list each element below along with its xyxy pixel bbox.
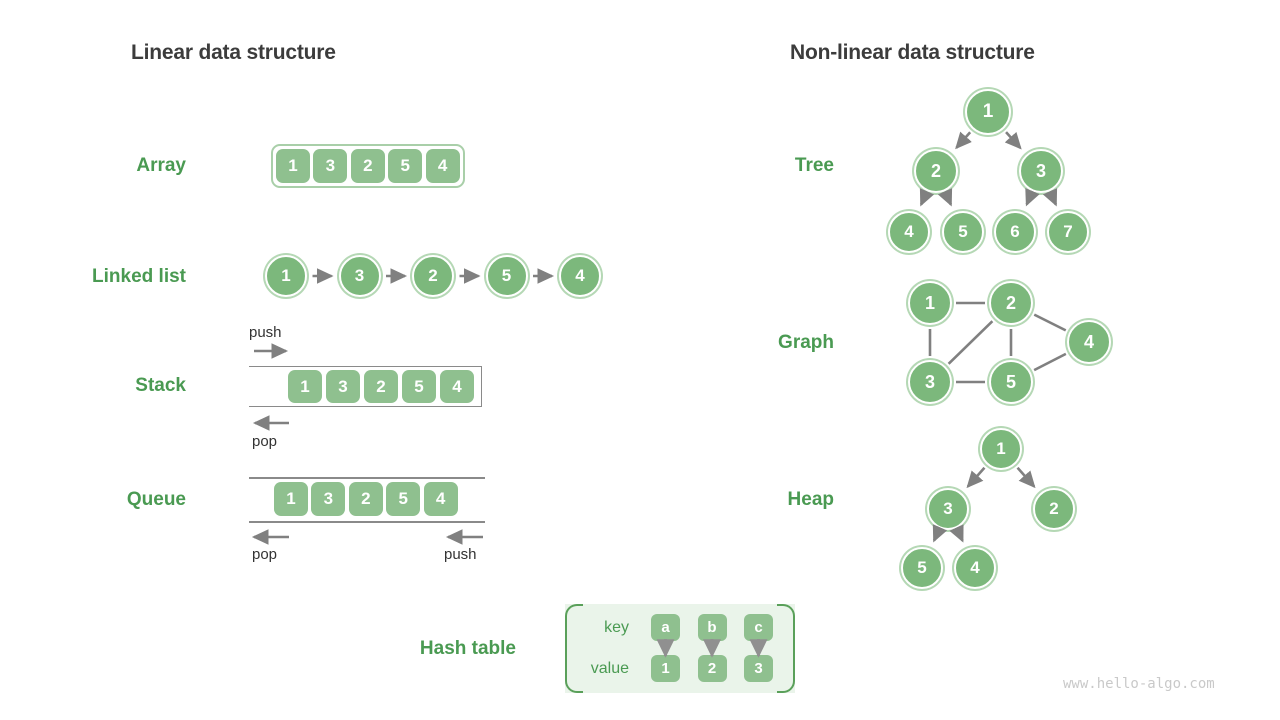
hash-key-cell: c <box>744 614 773 641</box>
linked-list-node: 2 <box>412 255 454 297</box>
queue-cell: 2 <box>348 482 383 516</box>
hash-value-row-label: value <box>590 660 629 677</box>
heap-edge <box>932 524 948 543</box>
hash-table-right-brace <box>777 604 795 693</box>
stack-cell: 3 <box>326 370 360 403</box>
stack-cell: 4 <box>440 370 474 403</box>
watermark: www.hello-algo.com <box>1063 676 1215 692</box>
tree-node: 5 <box>942 211 984 253</box>
heap-node: 1 <box>980 428 1022 470</box>
graph-node: 5 <box>989 360 1033 404</box>
tree-edge <box>1042 188 1058 207</box>
tree-node: 7 <box>1047 211 1089 253</box>
queue-cell: 4 <box>423 482 458 516</box>
array-cell: 4 <box>425 149 460 183</box>
tree-node: 4 <box>888 211 930 253</box>
tree-node: 3 <box>1019 149 1063 193</box>
heap-edge <box>1016 466 1036 489</box>
tree-edge <box>955 131 972 150</box>
linked-list-node: 4 <box>559 255 601 297</box>
hash-value-cell: 3 <box>744 655 773 682</box>
linked-list-label: Linked list <box>92 266 186 287</box>
hash-value-cell: 2 <box>697 655 727 682</box>
heap-node: 3 <box>927 488 969 530</box>
graph-edge <box>1033 352 1067 372</box>
array-label: Array <box>136 155 186 176</box>
graph-edge <box>947 320 994 365</box>
queue-cell: 1 <box>274 482 308 516</box>
stack-frame <box>249 366 482 407</box>
array-frame <box>271 144 465 188</box>
heap-edge <box>966 466 986 489</box>
stack-cell: 2 <box>364 370 398 403</box>
tree-node: 2 <box>914 149 958 193</box>
linked-list-node: 1 <box>265 255 307 297</box>
heap-node: 4 <box>954 547 996 589</box>
queue-top-rail <box>249 477 485 479</box>
linked-list-node: 3 <box>338 255 381 297</box>
array-cell: 5 <box>388 149 423 183</box>
hash-table-label: Hash table <box>419 638 516 659</box>
queue-cell: 3 <box>311 482 346 516</box>
stack-push-label: push <box>249 324 282 341</box>
graph-node: 1 <box>908 281 952 325</box>
graph-node: 3 <box>908 360 952 404</box>
tree-node: 1 <box>965 89 1011 135</box>
tree-edge <box>919 188 935 207</box>
tree-node: 6 <box>994 211 1036 253</box>
graph-edge <box>1033 313 1067 332</box>
hash-value-cell: 1 <box>651 655 680 682</box>
queue-cell: 5 <box>386 482 421 516</box>
linked-list-node: 5 <box>485 255 528 297</box>
hash-key-cell: a <box>651 614 680 641</box>
nonlinear-panel-title: Non-linear data structure <box>790 41 1035 64</box>
graph-node: 2 <box>989 281 1033 325</box>
array-cell: 2 <box>350 149 385 183</box>
queue-bottom-rail <box>249 521 485 523</box>
queue-pop-label: pop <box>252 546 278 563</box>
tree-edge <box>937 188 953 207</box>
array-cell: 3 <box>313 149 348 183</box>
stack-label: Stack <box>135 375 186 396</box>
stack-cell: 5 <box>402 370 436 403</box>
queue-push-label: push <box>444 546 477 563</box>
tree-edge <box>1025 187 1040 207</box>
tree-edge <box>1004 131 1022 150</box>
queue-label: Queue <box>126 489 186 510</box>
tree-label: Tree <box>794 155 834 176</box>
heap-node: 2 <box>1033 488 1075 530</box>
graph-label: Graph <box>778 332 834 353</box>
heap-node: 5 <box>901 547 943 589</box>
stack-cell: 1 <box>288 370 322 403</box>
array-cell: 1 <box>276 149 310 183</box>
hash-key-row-label: key <box>604 619 629 636</box>
stack-pop-label: pop <box>252 433 278 450</box>
heap-label: Heap <box>787 489 834 510</box>
hash-key-cell: b <box>697 614 727 641</box>
graph-node: 4 <box>1067 320 1111 364</box>
heap-edge <box>949 524 964 543</box>
hash-table-left-brace <box>565 604 583 693</box>
linear-panel-title: Linear data structure <box>131 41 336 64</box>
